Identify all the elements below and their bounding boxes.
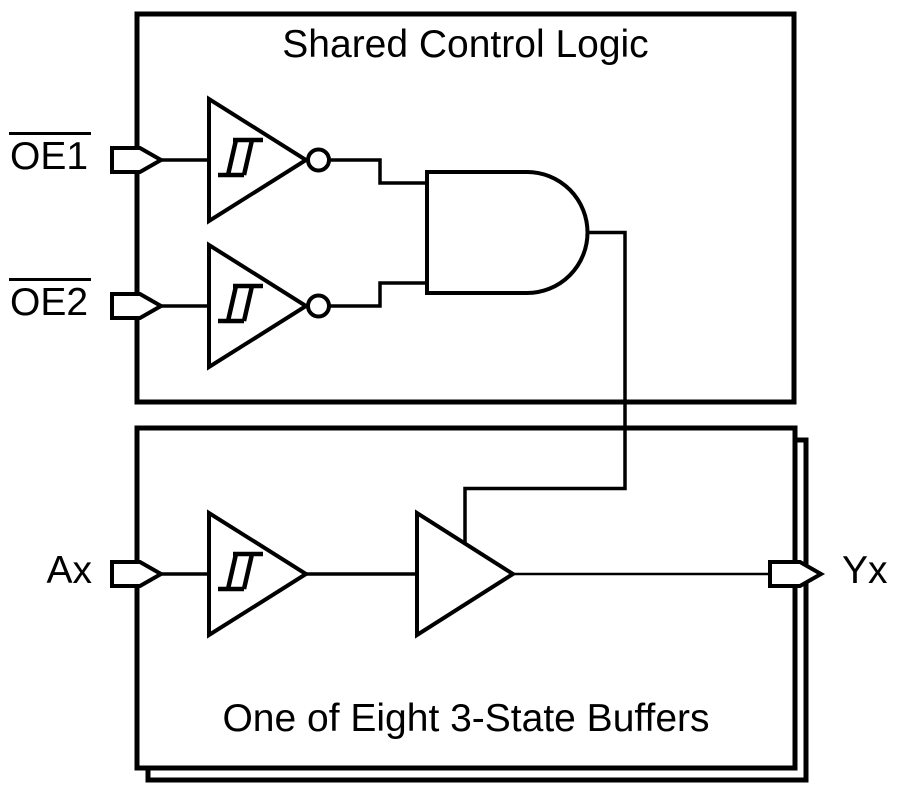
- inverter-bubble-1: [306, 147, 331, 173]
- hysteresis-icon: [218, 551, 263, 592]
- oe1-input-pin: [110, 146, 166, 174]
- ax-input-pin: [110, 560, 166, 588]
- inverter-bubble-2: [306, 293, 331, 319]
- wire-inverter1-to-and: [329, 158, 427, 185]
- oe1-label: OE1: [9, 132, 92, 179]
- yx-label: Yx: [842, 549, 888, 592]
- wire-inverter2-to-and: [329, 281, 427, 308]
- oe2-label-text: OE2: [9, 278, 92, 325]
- wire-and-to-enable: [463, 230, 627, 544]
- oe2-input-pin: [110, 292, 166, 320]
- and-gate: [425, 170, 590, 295]
- oe2-label: OE2: [9, 278, 92, 325]
- oe1-label-text: OE1: [9, 132, 92, 179]
- hysteresis-icon: [218, 137, 263, 178]
- buffer-block-caption: One of Eight 3-State Buffers: [222, 697, 710, 740]
- tri-state-buffer: [415, 509, 517, 639]
- schmitt-inverter-1: [207, 95, 310, 225]
- hysteresis-icon: [218, 283, 263, 324]
- schmitt-inverter-2: [207, 241, 310, 371]
- schmitt-buffer: [207, 509, 310, 639]
- control-block-title: Shared Control Logic: [282, 23, 649, 66]
- yx-output-pin: [768, 560, 826, 588]
- ax-label: Ax: [46, 549, 92, 592]
